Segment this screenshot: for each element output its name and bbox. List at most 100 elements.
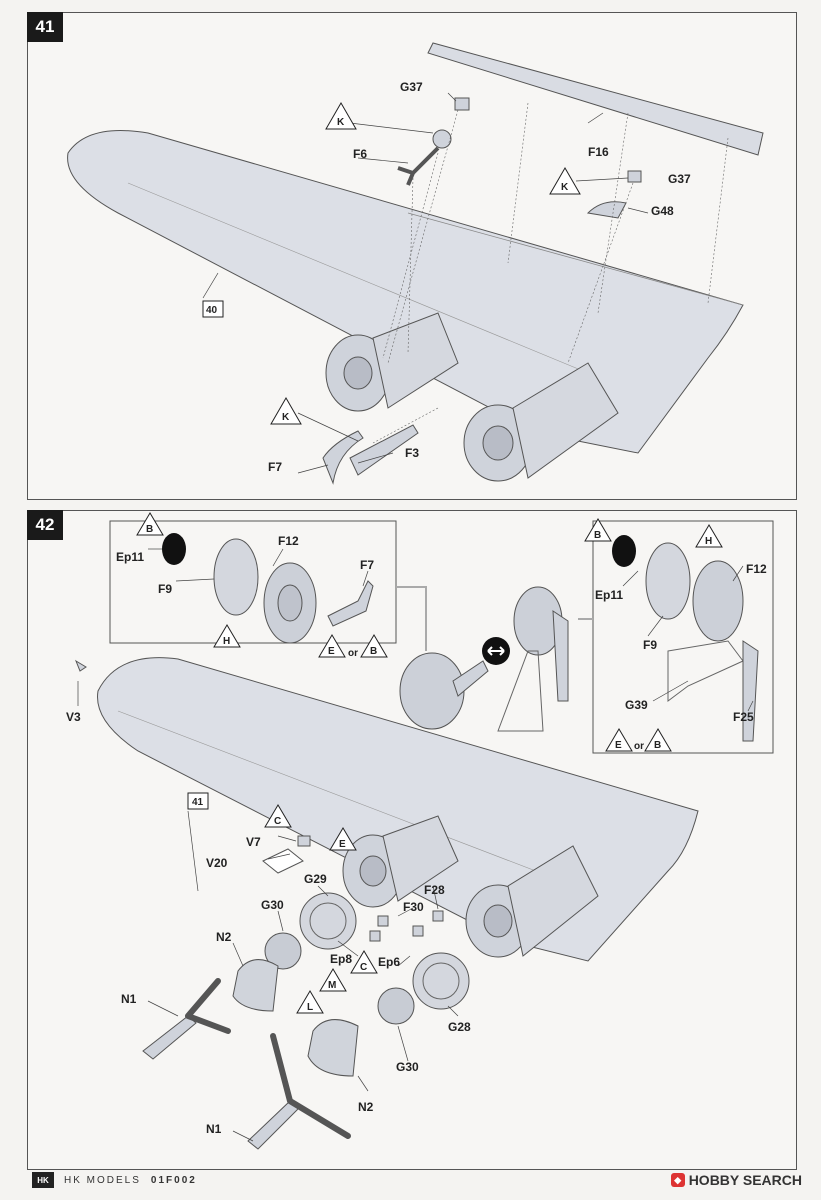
label-f3: F3 (405, 446, 419, 460)
svg-text:B: B (146, 524, 153, 535)
or-text-2: or (634, 741, 644, 752)
step-41-illustration: G37 F6 F16 G37 G48 F7 F3 40 K K K (67, 42, 764, 485)
part-f7 (322, 430, 364, 485)
marker-h-1: H (213, 624, 241, 648)
footer-brand: HK HK MODELS 01F002 (32, 1172, 197, 1188)
part-f7 (327, 580, 374, 627)
marker-e-2: E (605, 728, 633, 752)
part-g30 (264, 932, 302, 970)
marker-k-2: K (549, 166, 581, 195)
label-f9: F9 (158, 582, 172, 596)
marker-b-2: B (360, 634, 388, 658)
part-v20 (262, 848, 304, 874)
label-g29: G29 (304, 872, 327, 886)
hk-logo: HK (32, 1172, 54, 1188)
label-f9-b: F9 (643, 638, 657, 652)
part-v3 (74, 659, 87, 672)
reference-box (202, 300, 224, 318)
marker-l-1: L (296, 990, 324, 1014)
label-ep11: Ep11 (116, 550, 144, 564)
label-g30: G30 (261, 898, 284, 912)
label-n1: N1 (121, 992, 137, 1006)
svg-text:E: E (339, 839, 346, 850)
svg-text:C: C (360, 962, 367, 973)
reference-step: 41 (192, 797, 204, 808)
marker-e-1: E (318, 634, 346, 658)
part-f9 (213, 538, 259, 616)
label-v7: V7 (246, 835, 261, 849)
label-f30: F30 (403, 900, 424, 914)
svg-text:H: H (223, 636, 230, 647)
marker-c-2: C (350, 950, 378, 974)
label-f12-b: F12 (746, 562, 767, 576)
part-n2 (232, 959, 279, 1012)
step-number-badge: 41 (27, 12, 63, 42)
label-f7: F7 (360, 558, 374, 572)
part-f6 (432, 129, 452, 149)
part-f3 (349, 424, 419, 476)
step-42-illustration: Ep11 F9 F12 F7 Ep11 F12 F9 G39 F25 V3 V7… (66, 512, 774, 1150)
part-g28 (412, 952, 470, 1010)
svg-text:E: E (328, 646, 335, 657)
label-v3: V3 (66, 710, 81, 724)
svg-text:K: K (337, 117, 345, 128)
marker-m-1: M (319, 968, 347, 992)
label-f7: F7 (268, 460, 282, 474)
label-v20: V20 (206, 856, 228, 870)
svg-text:K: K (561, 182, 569, 193)
part-g29 (299, 892, 357, 950)
label-f28: F28 (424, 883, 445, 897)
page-footer: HK HK MODELS 01F002 ◆ HOBBY SEARCH (32, 1172, 802, 1192)
svg-text:C: C (274, 816, 281, 827)
svg-text:B: B (370, 646, 377, 657)
marker-k-1: K (325, 101, 357, 130)
wheel-assembly-left (399, 652, 465, 730)
marker-k-3: K (270, 396, 302, 425)
hobby-search-icon: ◆ (670, 1173, 685, 1187)
marker-e-3: E (329, 827, 357, 851)
svg-text:B: B (594, 530, 601, 541)
label-ep8: Ep8 (330, 952, 352, 966)
or-text: or (348, 648, 358, 659)
part-g37 (454, 97, 470, 111)
brand-name: HK MODELS (64, 1174, 141, 1186)
svg-text:M: M (328, 980, 336, 991)
label-g30-b: G30 (396, 1060, 419, 1074)
label-n1-b: N1 (206, 1122, 222, 1136)
watermark-text: HOBBY SEARCH (688, 1172, 802, 1188)
label-n2: N2 (216, 930, 232, 944)
step-number-badge: 42 (27, 510, 63, 540)
flap-part (427, 42, 764, 156)
marker-b-3: B (584, 518, 612, 542)
svg-text:L: L (307, 1002, 313, 1013)
step-42-panel: 42 (27, 510, 797, 1170)
reference-box (187, 792, 209, 810)
marker-c-1: C (264, 804, 292, 828)
marker-b-4: B (644, 728, 672, 752)
detail-box-right (592, 520, 774, 754)
svg-text:H: H (705, 536, 712, 547)
marker-h-2: H (695, 524, 723, 548)
label-g39: G39 (625, 698, 648, 712)
part-v7 (297, 835, 311, 847)
label-f6: F6 (353, 147, 367, 161)
label-f12: F12 (278, 534, 299, 548)
part-ep11 (162, 533, 186, 565)
reference-step: 40 (206, 305, 218, 316)
marker-b-1: B (136, 512, 164, 536)
label-ep6: Ep6 (378, 955, 400, 969)
arrow-left (396, 586, 427, 651)
svg-text:B: B (654, 740, 661, 751)
part-n1 (142, 1015, 197, 1060)
kit-code: 01F002 (150, 1174, 197, 1186)
wing-part (67, 130, 744, 454)
label-n2-b: N2 (358, 1100, 374, 1114)
watermark: ◆ HOBBY SEARCH (670, 1172, 802, 1188)
step-41-panel: 41 (27, 12, 797, 500)
detail-box-left (109, 520, 397, 644)
svg-text:K: K (282, 412, 290, 423)
label-f25: F25 (733, 710, 754, 724)
label-f16: F16 (588, 145, 609, 159)
label-ep11-b: Ep11 (595, 588, 623, 602)
part-g48 (586, 201, 627, 219)
